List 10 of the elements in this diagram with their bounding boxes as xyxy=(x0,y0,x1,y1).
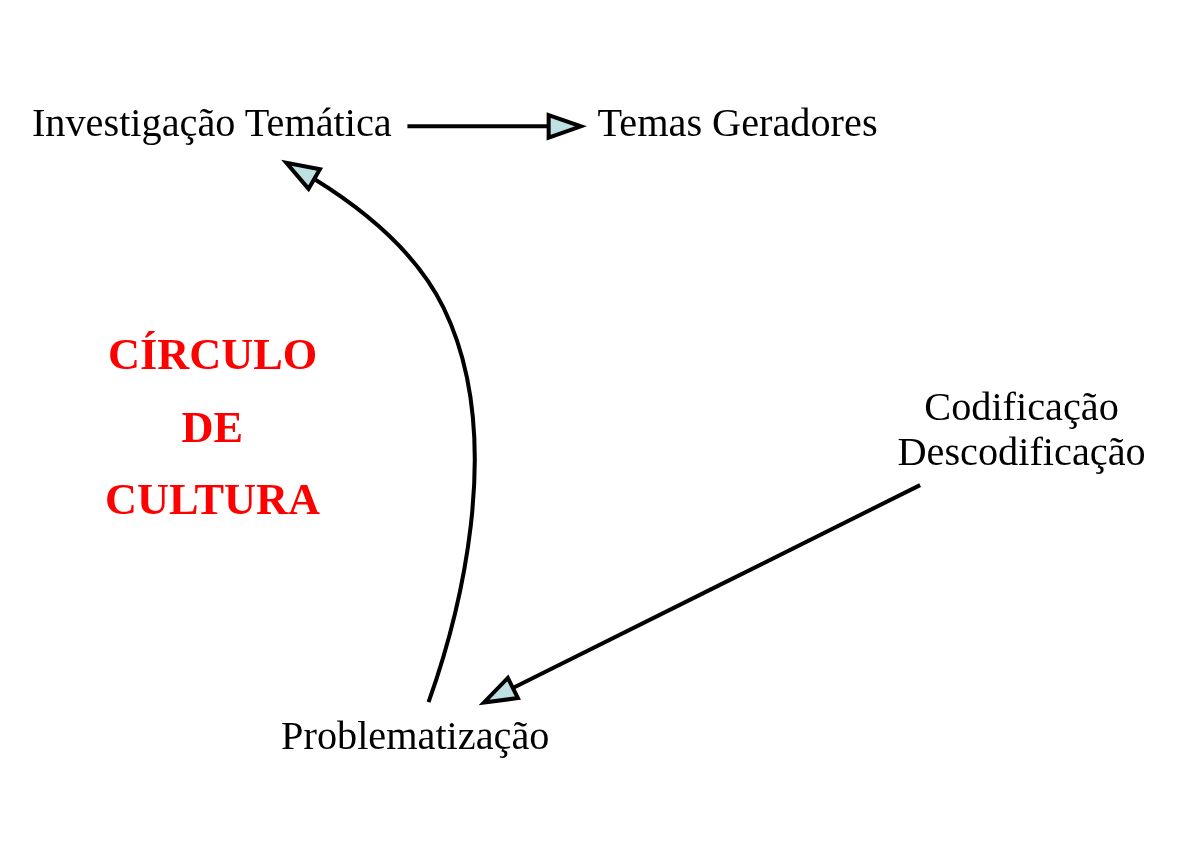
node-text: Codificação Descodificação xyxy=(897,384,1146,474)
label: CULTURA xyxy=(105,475,321,525)
arrow xyxy=(407,112,587,141)
label: DE xyxy=(181,402,244,452)
node-text: Problematização xyxy=(281,712,550,758)
node-text: Temas Geradores xyxy=(597,100,878,146)
node-text: Investigação Temática xyxy=(31,100,392,146)
label: CÍRCULO xyxy=(108,330,318,380)
arrow xyxy=(281,159,477,703)
arrow xyxy=(478,483,921,706)
